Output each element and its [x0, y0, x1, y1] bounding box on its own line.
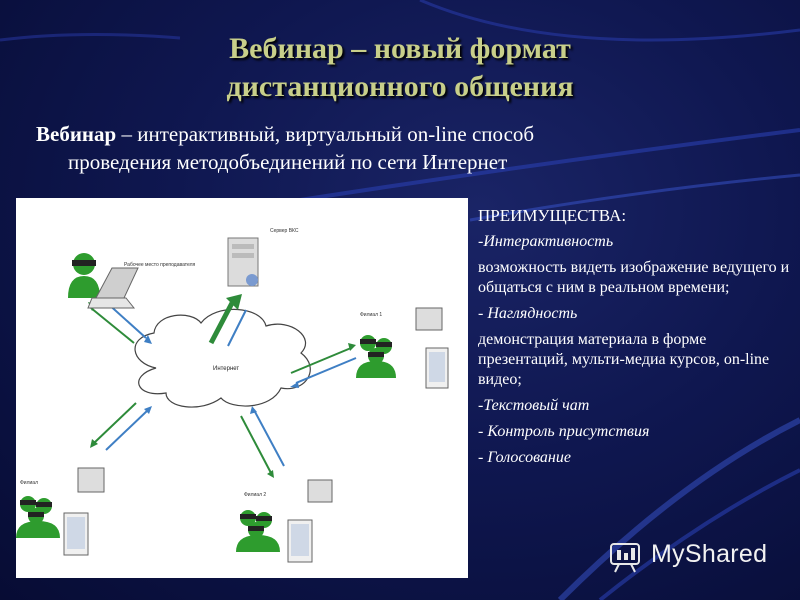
server-icon [227, 237, 259, 287]
advantages-heading: ПРЕИМУЩЕСТВА: [478, 206, 627, 225]
group3-icon [16, 467, 105, 556]
definition-rest: – интерактивный, виртуальный on-line спо… [116, 122, 535, 146]
group3-label: Филиал [20, 480, 38, 486]
advantage-3-title: -Текстовый чат [478, 397, 590, 414]
presenter-icon [68, 253, 139, 309]
internet-cloud [134, 308, 311, 408]
definition-text: Вебинар – интерактивный, виртуальный on-… [36, 120, 716, 176]
slide-title: Вебинар – новый формат дистанционного об… [150, 30, 650, 106]
network-diagram: Интернет [16, 198, 468, 578]
watermark-text: MyShared [651, 540, 768, 568]
group2-label: Филиал 2 [244, 492, 266, 498]
advantage-4-title: - Контроль присутствия [478, 423, 650, 440]
group1-label: Филиал 1 [360, 312, 382, 318]
advantage-1-title: -Интерактивность [478, 233, 614, 250]
server-label: Сервер ВКС [270, 228, 299, 234]
watermark: MyShared [607, 536, 787, 576]
cloud-label: Интернет [213, 366, 239, 372]
advantage-1-desc: возможность видеть изображение ведущего … [478, 259, 790, 296]
presenter-label: Рабочее место преподавателя [124, 262, 196, 268]
group2-icon [236, 479, 333, 563]
definition-line-2: проведения методобъединений по сети Инте… [68, 150, 508, 174]
advantage-5-title: - Голосование [478, 449, 571, 466]
myshared-logo-icon [610, 543, 640, 573]
advantage-2-title: - Наглядность [478, 305, 578, 322]
title-line-2: дистанционного общения [226, 70, 574, 103]
advantage-2-desc: демонстрация материала в форме презентац… [478, 331, 770, 388]
advantages-list: ПРЕИМУЩЕСТВА: -Интерактивность возможнос… [478, 206, 794, 474]
title-line-1: Вебинар – новый формат [229, 32, 571, 65]
network-diagram-svg: Интернет [16, 228, 449, 563]
group1-icon [356, 307, 449, 389]
definition-term: Вебинар [36, 122, 117, 146]
